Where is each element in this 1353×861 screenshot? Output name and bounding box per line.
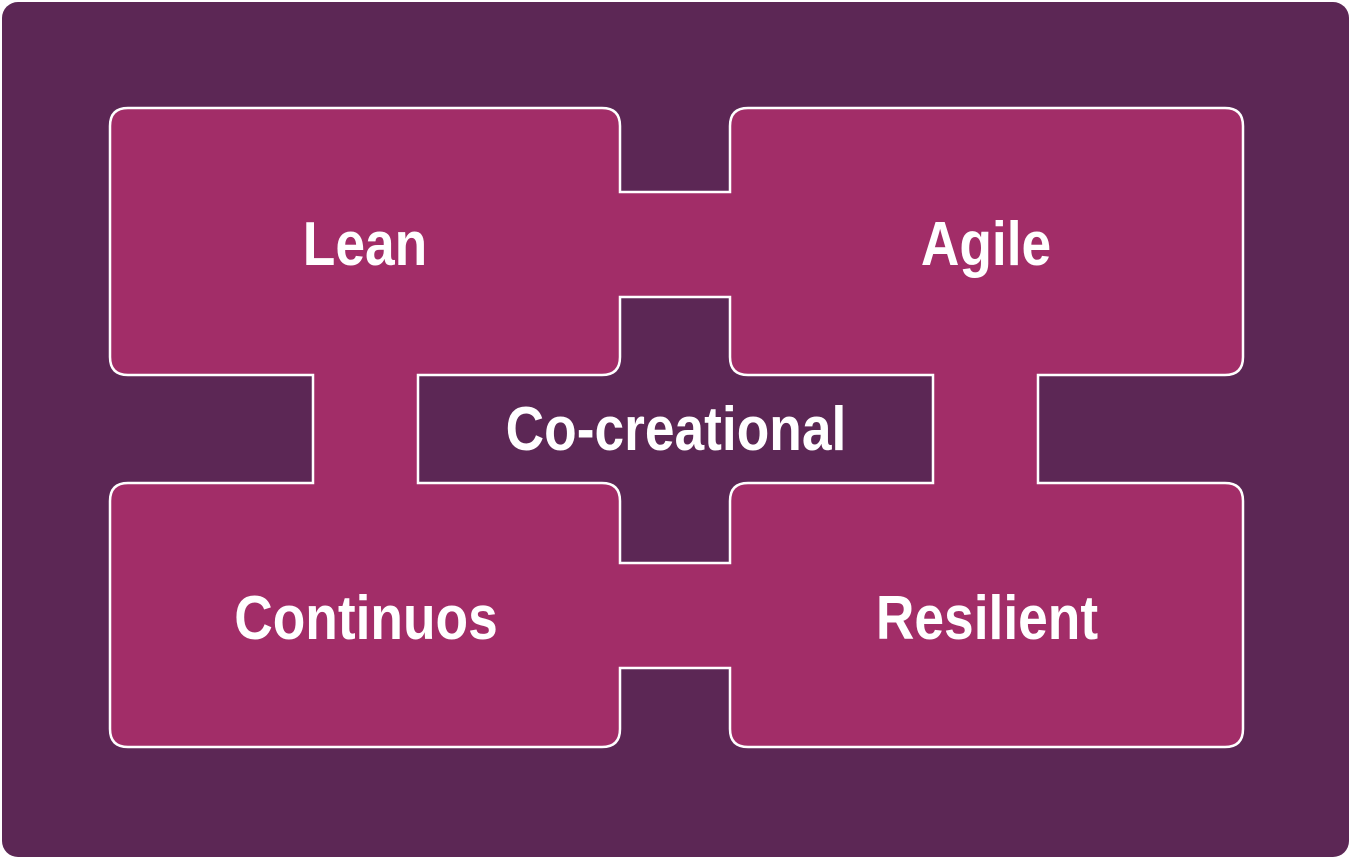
label-co-creational: Co-creational — [506, 395, 847, 464]
label-agile: Agile — [921, 210, 1051, 279]
label-lean: Lean — [303, 210, 427, 279]
label-continuos: Continuos — [234, 584, 498, 653]
center-hole-shape — [416, 295, 935, 565]
label-resilient: Resilient — [876, 584, 1098, 653]
